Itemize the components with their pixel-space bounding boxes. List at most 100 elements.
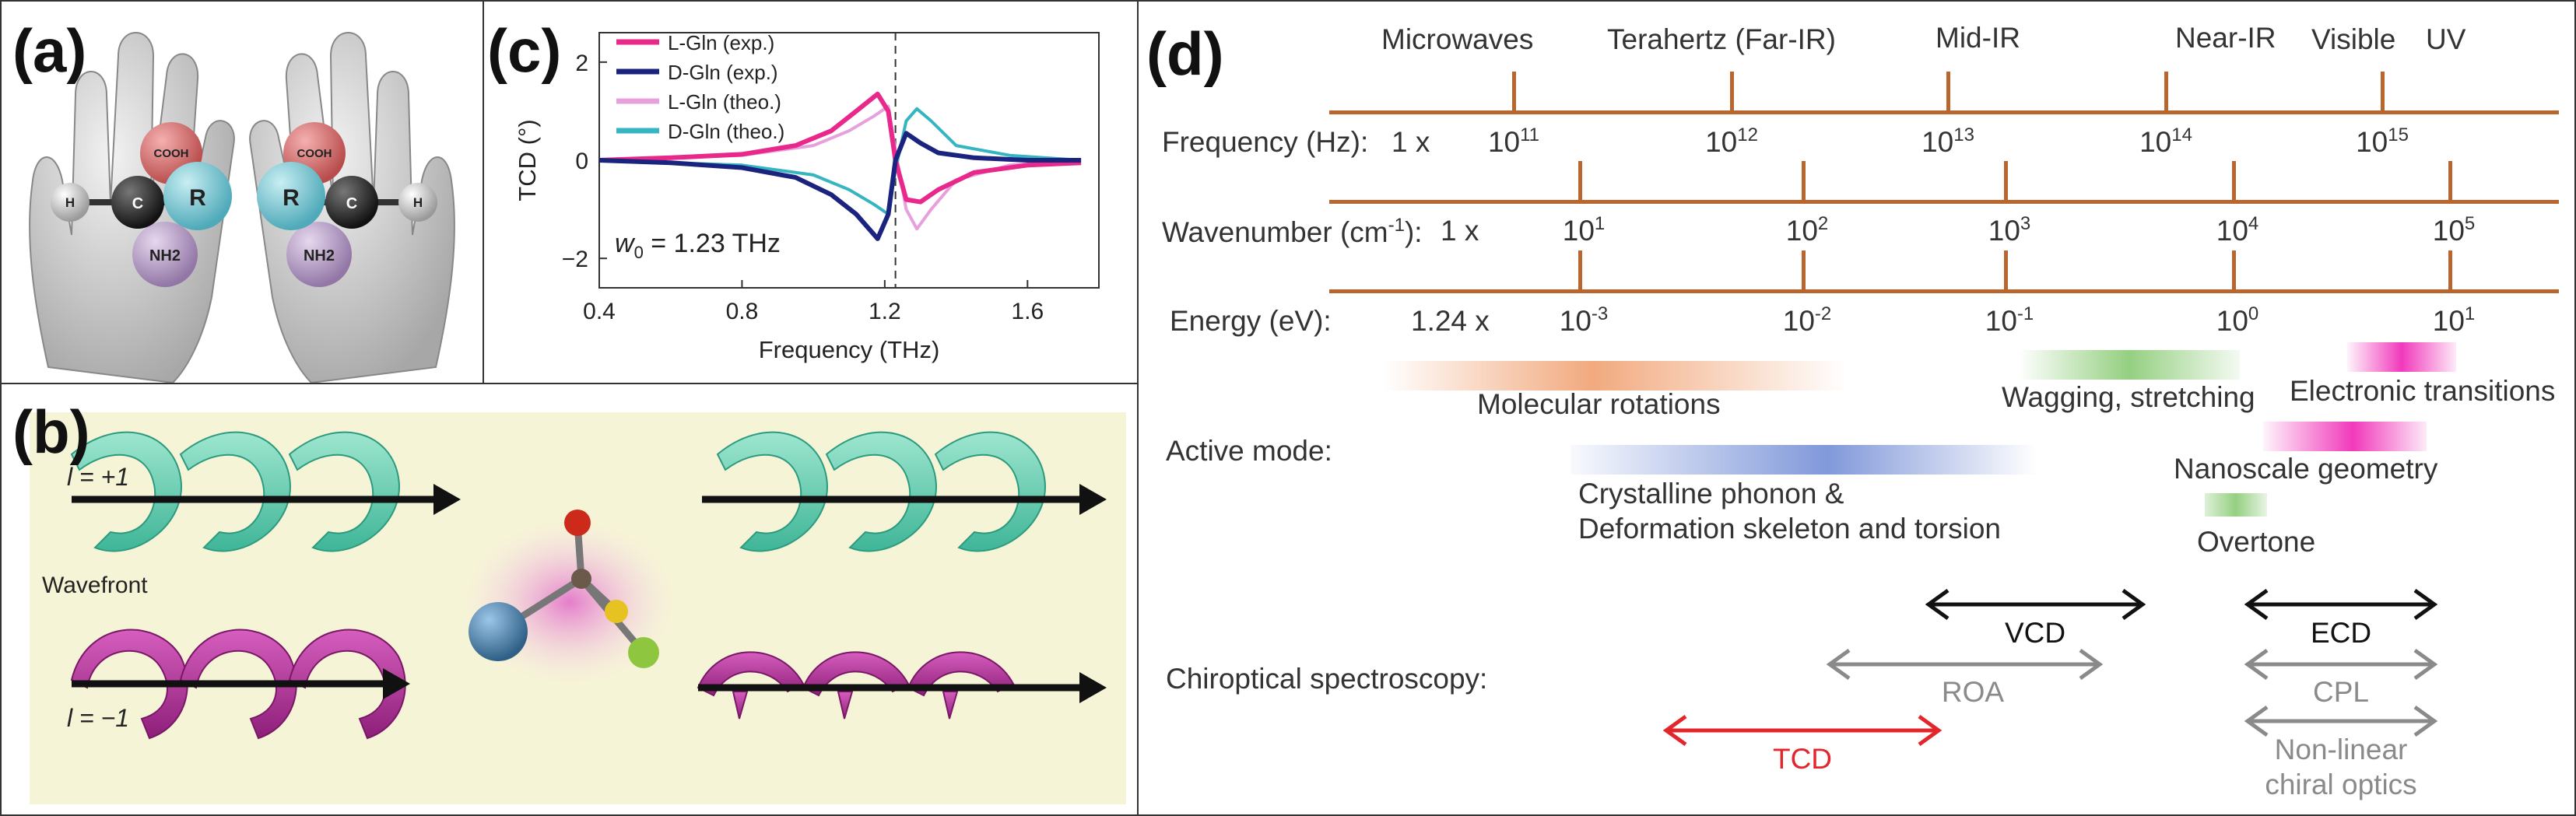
panel-d-label: (d) xyxy=(1146,19,1224,88)
panel-a-label: (a) xyxy=(12,16,87,85)
frequency-label: Frequency (Hz): xyxy=(1162,126,1369,158)
x-tick-label: 0.4 xyxy=(583,299,616,324)
vcd-arrow xyxy=(1925,588,2146,621)
nonlinear-label-line2: chiral optics xyxy=(2265,769,2417,800)
x-tick-label: 0.8 xyxy=(726,299,759,324)
left-h-label: H xyxy=(65,195,75,210)
vcd-label: VCD xyxy=(2004,617,2066,649)
wavenumber-tick xyxy=(1802,161,1806,201)
energy-tick xyxy=(1578,250,1582,291)
x-tick-label: 1.6 xyxy=(1011,299,1044,324)
wavenumber-tick xyxy=(2004,161,2008,201)
energy-tick-label: 10-3 xyxy=(1559,303,1609,337)
energy-multiplier: 1.24 x xyxy=(1411,305,1490,337)
wavenumber-tick-label: 103 xyxy=(1988,213,2031,247)
phonon-bar xyxy=(1571,445,2037,475)
frequency-tick-label: 1013 xyxy=(1921,124,1974,158)
band-mid-ir: Mid-IR xyxy=(1936,22,2020,54)
wavefront-label: Wavefront xyxy=(42,573,148,598)
active-mode-label: Active mode: xyxy=(1166,435,1332,467)
band-terahertz: Terahertz (Far-IR) xyxy=(1607,23,1836,55)
overtone-label: Overtone xyxy=(2197,526,2316,558)
nonlinear-arrow xyxy=(2244,705,2438,737)
legend-label: L-Gln (theo.) xyxy=(668,90,781,114)
panel-a: COOH H C R NH2 COOH R C H NH2 (a) xyxy=(0,0,484,384)
roa-label: ROA xyxy=(1941,676,2005,708)
wavenumber-tick-label: 104 xyxy=(2216,213,2259,247)
panel-b-label: (b) xyxy=(12,397,90,466)
nanoscale-bar xyxy=(2263,422,2427,451)
right-nh2-label: NH2 xyxy=(304,247,335,264)
wagging-bar xyxy=(2018,350,2240,380)
left-nh2-label: NH2 xyxy=(149,247,181,264)
energy-tick xyxy=(2448,250,2452,291)
nonlinear-label-line1: Non-linear xyxy=(2274,734,2408,765)
energy-tick-label: 100 xyxy=(2216,303,2259,337)
energy-tick xyxy=(2232,250,2236,291)
cpl-arrow xyxy=(2244,648,2438,681)
overtone-bar xyxy=(2205,493,2267,517)
rotations-bar xyxy=(1384,361,1847,390)
phonon-label-line1: Crystalline phonon & xyxy=(1578,478,1844,510)
right-molecule: COOH R C H NH2 xyxy=(257,122,437,287)
frequency-tick-label: 1015 xyxy=(2356,124,2409,158)
tcd-label: TCD xyxy=(1772,743,1833,775)
energy-tick-label: 10-2 xyxy=(1782,303,1832,337)
frequency-tick-label: 1014 xyxy=(2139,124,2192,158)
y-tick-label: 2 xyxy=(575,51,588,76)
panel-d: (d) Microwaves Terahertz (Far-IR) Mid-IR… xyxy=(1137,0,2576,816)
frequency-tick xyxy=(1730,72,1734,112)
frequency-tick xyxy=(1512,72,1516,112)
energy-tick xyxy=(1802,250,1806,291)
wavenumber-tick-label: 102 xyxy=(1785,213,1829,247)
left-molecule: COOH H C R NH2 xyxy=(51,122,232,287)
energy-tick-label: 10-1 xyxy=(1985,303,2034,337)
legend-label: L-Gln (exp.) xyxy=(668,31,774,54)
wavenumber-tick-label: 105 xyxy=(2432,213,2476,247)
frequency-tick xyxy=(2164,72,2168,112)
y-tick-label: −2 xyxy=(562,247,588,272)
frequency-tick-label: 1011 xyxy=(1487,124,1540,158)
roa-arrow xyxy=(1826,648,2104,681)
left-c-label: C xyxy=(132,195,143,212)
helix-l-plus-left xyxy=(70,431,400,552)
wavenumber-tick xyxy=(1578,161,1582,201)
energy-tick-label: 101 xyxy=(2432,303,2476,337)
chiral-hands-illustration: COOH H C R NH2 COOH R C H NH2 xyxy=(29,32,455,383)
y-tick-label: 0 xyxy=(575,149,588,174)
wagging-label: Wagging, stretching xyxy=(2002,381,2255,413)
vortex-beam-illustration: l = +1 Wavefront l = −1 xyxy=(30,412,1126,804)
y-axis-label: TCD (°) xyxy=(514,119,541,201)
phonon-label-line2: Deformation skeleton and torsion xyxy=(1578,513,2001,545)
wavenumber-tick-label: 101 xyxy=(1562,213,1606,247)
right-h-label: H xyxy=(413,195,423,210)
chiroptical-label: Chiroptical spectroscopy: xyxy=(1166,663,1488,695)
frequency-multiplier: 1 x xyxy=(1392,126,1430,158)
energy-label: Energy (eV): xyxy=(1170,305,1332,337)
panel-b: l = +1 Wavefront l = −1 (b) xyxy=(0,383,1139,816)
helix-l-minus-right xyxy=(697,651,1015,720)
tcd-arrow xyxy=(1662,714,1943,747)
chiral-molecule xyxy=(461,510,679,688)
x-tick-label: 1.2 xyxy=(869,299,901,324)
left-r-label: R xyxy=(189,185,206,211)
cpl-label: CPL xyxy=(2313,676,2369,708)
rotations-label: Molecular rotations xyxy=(1477,388,1721,420)
legend-label: D-Gln (theo.) xyxy=(668,120,784,143)
right-cooh-label: COOH xyxy=(297,147,332,160)
series-line-1 xyxy=(598,131,1082,241)
helix-l-plus-right xyxy=(716,431,1046,552)
right-c-label: C xyxy=(346,195,357,212)
band-microwaves: Microwaves xyxy=(1381,23,1534,55)
frequency-tick xyxy=(1946,72,1950,112)
chiroptical-arrows xyxy=(1662,588,2438,747)
x-axis-label: Frequency (THz) xyxy=(759,336,940,363)
wavenumber-multiplier: 1 x xyxy=(1441,215,1479,247)
electronic-bar xyxy=(2347,342,2456,372)
panel-c-label: (c) xyxy=(487,16,562,85)
wavenumber-tick xyxy=(2232,161,2236,201)
l-minus-label: l = −1 xyxy=(67,704,129,732)
energy-tick xyxy=(2004,250,2008,291)
frequency-axis-line xyxy=(1329,110,2559,114)
